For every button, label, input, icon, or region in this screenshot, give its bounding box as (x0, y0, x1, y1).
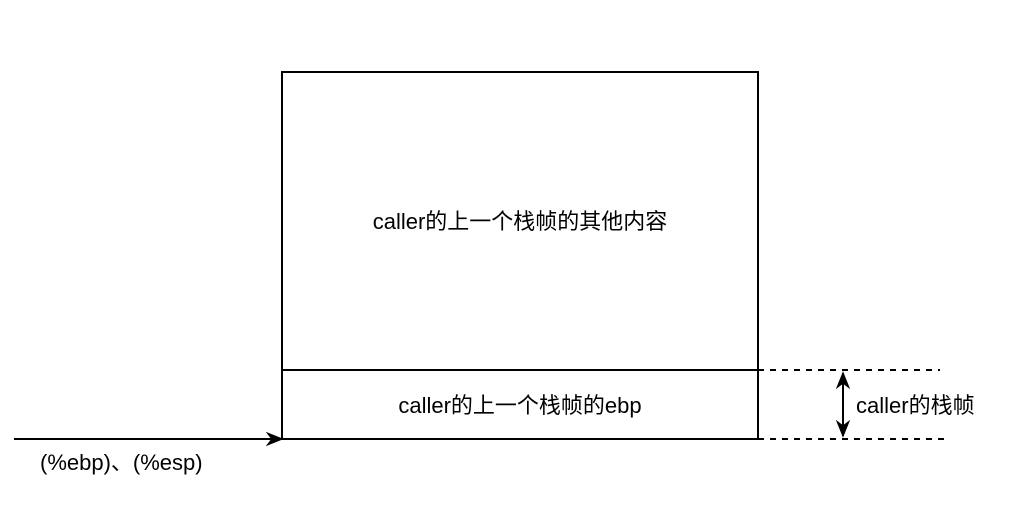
upper-stack-block (281, 71, 759, 371)
frame-label: caller的栈帧 (856, 393, 975, 418)
pointer-label: (%ebp)、(%esp) (40, 450, 203, 475)
saved-ebp-label: caller的上一个栈帧的ebp (398, 393, 641, 418)
upper-block-label: caller的上一个栈帧的其他内容 (373, 209, 668, 234)
saved-ebp-block (281, 369, 759, 440)
